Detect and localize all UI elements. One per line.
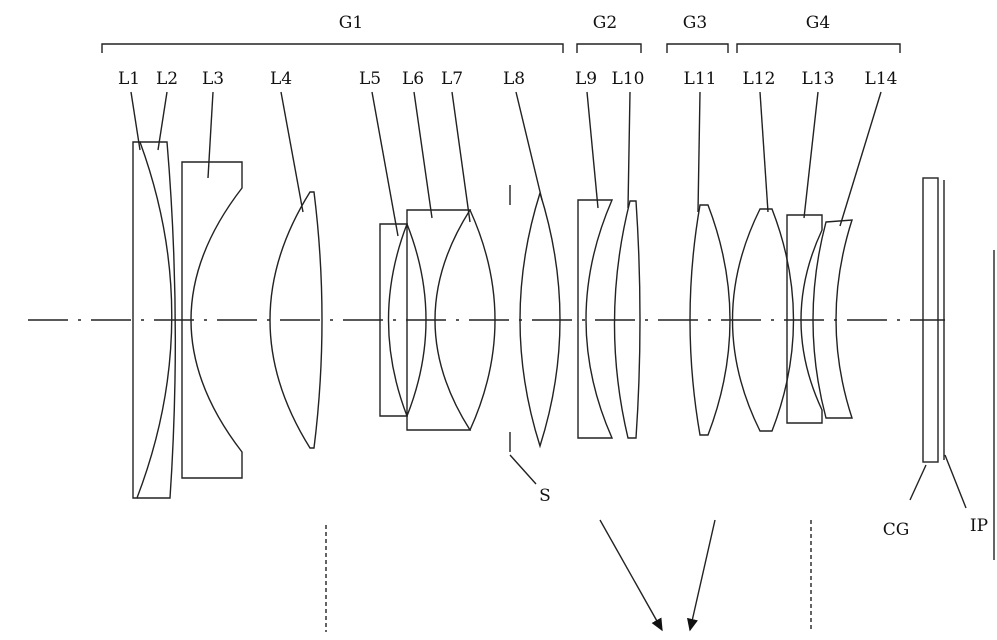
lens-label-l11: L11 <box>684 69 717 89</box>
lens-l10 <box>613 200 641 439</box>
bracket-g3 <box>666 43 729 53</box>
lens-l12 <box>731 208 795 432</box>
lens-l5 <box>379 223 409 417</box>
lens-label-l7: L7 <box>441 69 463 89</box>
lens-label-l9: L9 <box>575 69 597 89</box>
group-label-g2: G2 <box>593 13 617 33</box>
lens-l7 <box>469 209 496 431</box>
group-label-g4: G4 <box>806 13 830 33</box>
cover-glass <box>922 177 939 463</box>
lens-leaders <box>130 91 882 237</box>
lens-l1 <box>132 141 173 499</box>
group-label-g3: G3 <box>683 13 707 33</box>
lens-l3 <box>181 161 243 479</box>
lens-l6-l7 <box>406 209 472 431</box>
lens-label-l1: L1 <box>118 69 140 89</box>
lens-l6 <box>406 223 427 417</box>
lens-l4 <box>269 191 323 449</box>
stop-label: S <box>539 486 551 506</box>
lens-label-l3: L3 <box>202 69 224 89</box>
lens-l9 <box>577 199 614 439</box>
image-plane-label: IP <box>970 516 988 536</box>
lens-label-l5: L5 <box>359 69 381 89</box>
ip-leader <box>944 454 967 509</box>
lens-label-l2: L2 <box>156 69 178 89</box>
lens-l11 <box>689 204 731 436</box>
lens-label-l14: L14 <box>865 69 898 89</box>
lens-l14 <box>812 219 853 419</box>
lens-label-l12: L12 <box>743 69 776 89</box>
bracket-g1 <box>101 43 564 53</box>
lens-l8 <box>519 190 561 449</box>
lens-label-l10: L10 <box>612 69 645 89</box>
lens-label-l6: L6 <box>402 69 424 89</box>
group-label-g1: G1 <box>339 13 363 33</box>
cover-glass-label: CG <box>883 520 910 540</box>
lens-label-l8: L8 <box>503 69 525 89</box>
lens-label-l4: L4 <box>270 69 292 89</box>
bracket-g4 <box>736 43 901 53</box>
stop-leader <box>509 454 537 485</box>
bracket-g2 <box>576 43 642 53</box>
lens-l2 <box>137 141 177 499</box>
movement-arrow-g2 <box>599 519 663 632</box>
movement-arrow-g3 <box>687 519 716 632</box>
cg-leader <box>909 464 927 501</box>
lens-l13 <box>786 214 823 424</box>
lens-label-l13: L13 <box>802 69 835 89</box>
